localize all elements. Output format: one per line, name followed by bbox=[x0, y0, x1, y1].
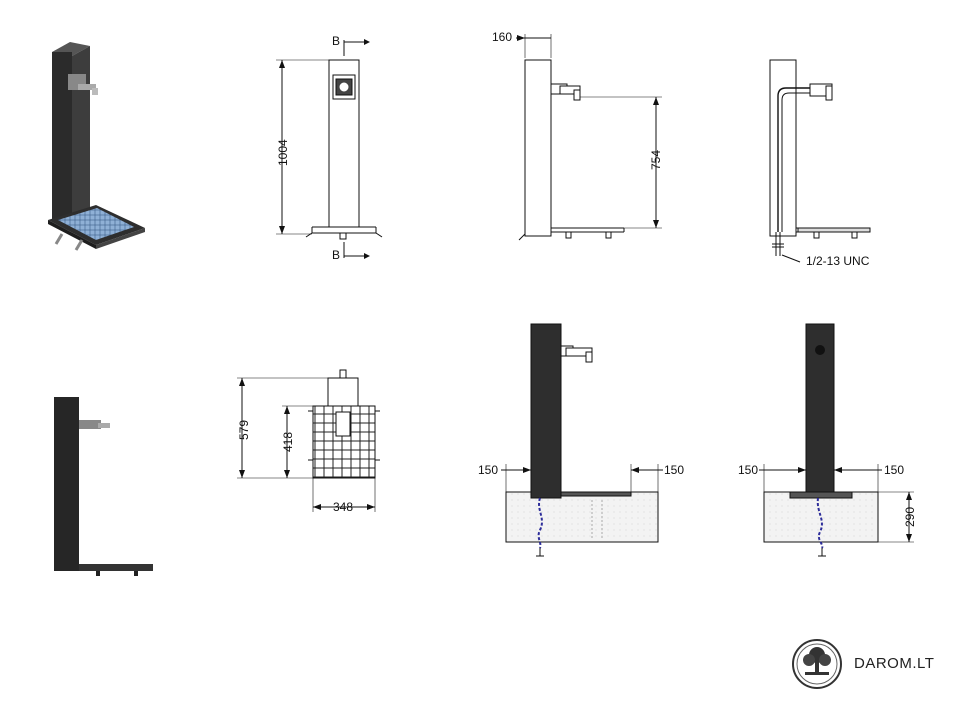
mark-b-top: B bbox=[332, 34, 340, 48]
dim-plan-depth-total: 579 bbox=[237, 420, 251, 440]
dim-offset-right-b: 150 bbox=[884, 463, 904, 477]
dim-offset-right-a: 150 bbox=[664, 463, 684, 477]
dim-height-total: 1004 bbox=[276, 139, 290, 166]
side-elevation bbox=[516, 34, 662, 241]
installation-section-a bbox=[501, 323, 663, 557]
dim-offset-left-a: 150 bbox=[478, 463, 498, 477]
brand-logo-icon bbox=[792, 639, 842, 689]
dim-plan-width: 348 bbox=[333, 500, 353, 514]
side-render-view bbox=[54, 397, 153, 576]
front-elevation bbox=[276, 39, 383, 259]
dim-spout-height: 754 bbox=[649, 150, 663, 170]
mark-b-bottom: B bbox=[332, 248, 340, 262]
dim-depth: 160 bbox=[492, 30, 512, 44]
dim-footing-depth: 290 bbox=[903, 507, 917, 527]
brand-name: DAROM.LT bbox=[854, 655, 935, 672]
section-b-b bbox=[769, 59, 871, 263]
dim-plan-depth-grate: 418 bbox=[281, 432, 295, 452]
plan-view bbox=[237, 369, 380, 512]
installation-section-b bbox=[759, 323, 914, 557]
isometric-view bbox=[48, 42, 145, 251]
thread-label: 1/2-13 UNC bbox=[806, 254, 870, 268]
dim-offset-left-b: 150 bbox=[738, 463, 758, 477]
